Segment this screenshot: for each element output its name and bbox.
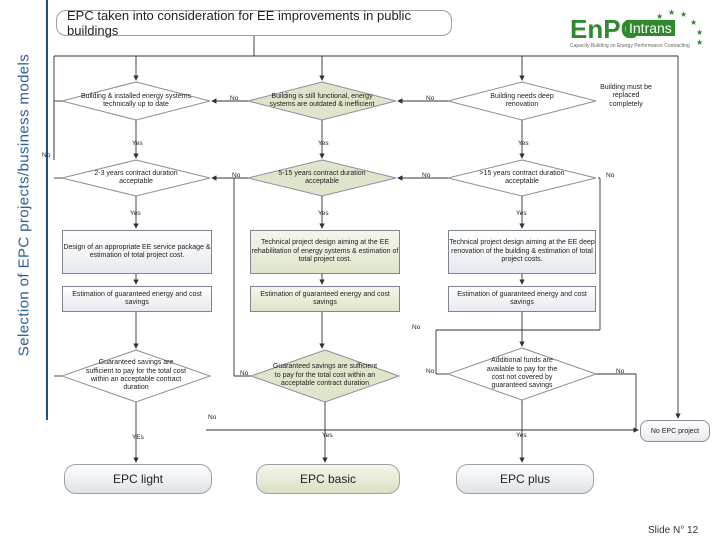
box-estimation-plus: Estimation of guaranteed energy and cost…	[448, 286, 596, 312]
box-rehab-design: Technical project design aiming at the E…	[250, 230, 400, 274]
answer-no: No	[208, 414, 217, 421]
decision-savings-basic: Guaranteed savings are sufficient to pay…	[272, 363, 378, 388]
box-deep-renovation-design: Technical project design aiming at the E…	[448, 230, 596, 274]
outcome-no-epc: No EPC project	[640, 420, 710, 442]
enpc-logo: EnPC Intrans Capacity Building on Energy…	[570, 8, 704, 49]
outcome-epc-light: EPC light	[64, 464, 212, 494]
box-estimation-basic: Estimation of guaranteed energy and cost…	[250, 286, 400, 312]
box-estimation-light: Estimation of guaranteed energy and cost…	[62, 286, 212, 312]
answer-no: No	[412, 324, 421, 331]
answer-no: No	[42, 152, 51, 159]
answer-yes: Yes	[518, 140, 529, 147]
decision-up-to-date: Building & installed energy systems tech…	[80, 92, 192, 108]
outcome-epc-basic: EPC basic	[256, 464, 400, 494]
decision-savings-light: Guaranteed savings are sufficient to pay…	[85, 359, 187, 392]
answer-yes: Yes	[516, 210, 527, 217]
answer-yes: Yes	[318, 210, 329, 217]
answer-yes: YEs	[132, 434, 144, 441]
answer-no: No	[240, 370, 249, 377]
decision-additional-funds: Additional funds are available to pay fo…	[486, 357, 558, 390]
answer-no: No	[426, 368, 435, 375]
decision-deep-renovation: Building needs deep renovation	[490, 92, 554, 108]
answer-no: No	[616, 368, 625, 375]
box-ee-service-design: Design of an appropriate EE service pack…	[62, 230, 212, 274]
decision-outdated: Building is still functional, energy sys…	[269, 92, 375, 108]
answer-yes: Yes	[318, 140, 329, 147]
outcome-epc-plus: EPC plus	[456, 464, 594, 494]
answer-yes: Yes	[132, 140, 143, 147]
answer-yes: Yes	[516, 432, 527, 439]
decision-2-3-years: 2-3 years contract duration acceptable	[94, 169, 178, 185]
decision-5-15-years: 5-15 years contract duration acceptable	[278, 169, 366, 185]
answer-no: No	[426, 95, 435, 102]
replace-building-note: Building must be replaced completely	[600, 84, 652, 108]
answer-yes: Yes	[130, 210, 141, 217]
answer-no: No	[230, 95, 239, 102]
answer-no: No	[422, 172, 431, 179]
title-rule	[46, 0, 48, 420]
decision-15-years: >15 years contract duration acceptable	[479, 169, 565, 185]
diagram-header: EPC taken into consideration for EE impr…	[56, 8, 452, 38]
answer-yes: Yes	[322, 432, 333, 439]
answer-no: No	[606, 172, 615, 179]
slide-number: Slide N° 12	[648, 525, 699, 536]
answer-no: No	[232, 172, 241, 179]
